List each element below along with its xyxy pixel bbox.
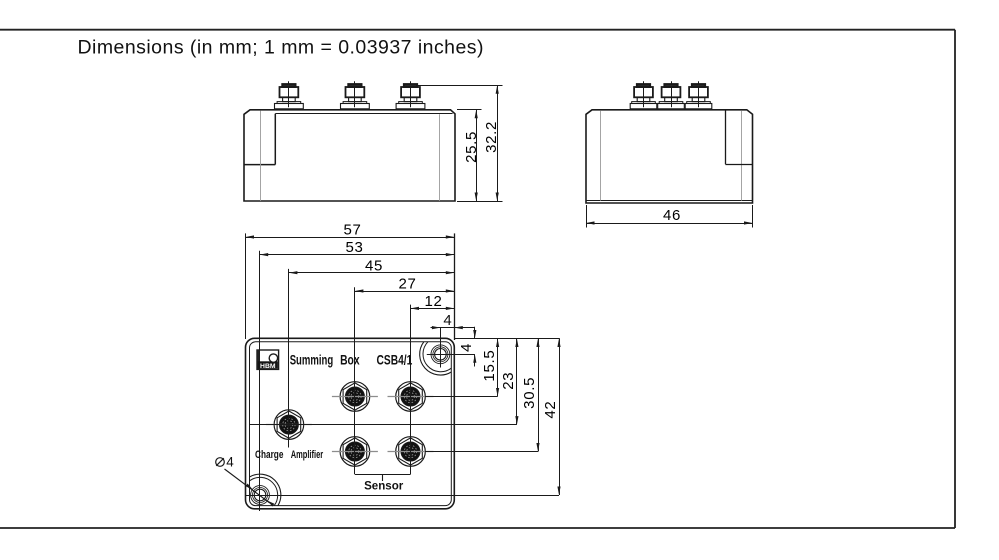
svg-text:46: 46 <box>663 207 681 224</box>
svg-text:27: 27 <box>398 276 416 293</box>
svg-text:Box: Box <box>340 352 360 367</box>
svg-text:Amplifier: Amplifier <box>291 449 324 461</box>
svg-text:45: 45 <box>365 257 383 274</box>
svg-text:CSB4/1: CSB4/1 <box>377 352 413 367</box>
svg-text:Dimensions (in mm; 1 mm = 0.03: Dimensions (in mm; 1 mm = 0.03937 inches… <box>78 37 484 59</box>
svg-text:42: 42 <box>542 401 559 419</box>
svg-text:HBM: HBM <box>260 363 276 370</box>
svg-text:4: 4 <box>458 343 475 352</box>
svg-text:Summing: Summing <box>290 352 334 367</box>
svg-text:53: 53 <box>345 239 363 256</box>
svg-text:4: 4 <box>226 454 234 469</box>
svg-text:12: 12 <box>424 293 442 310</box>
svg-text:15.5: 15.5 <box>481 350 498 382</box>
svg-text:4: 4 <box>443 312 451 329</box>
svg-text:30.5: 30.5 <box>521 377 538 409</box>
svg-text:57: 57 <box>343 222 361 239</box>
svg-text:23: 23 <box>500 372 517 390</box>
svg-text:25.5: 25.5 <box>463 131 480 163</box>
svg-text:32.2: 32.2 <box>483 121 500 153</box>
svg-text:Charge: Charge <box>255 449 283 461</box>
svg-text:Sensor: Sensor <box>364 480 404 493</box>
